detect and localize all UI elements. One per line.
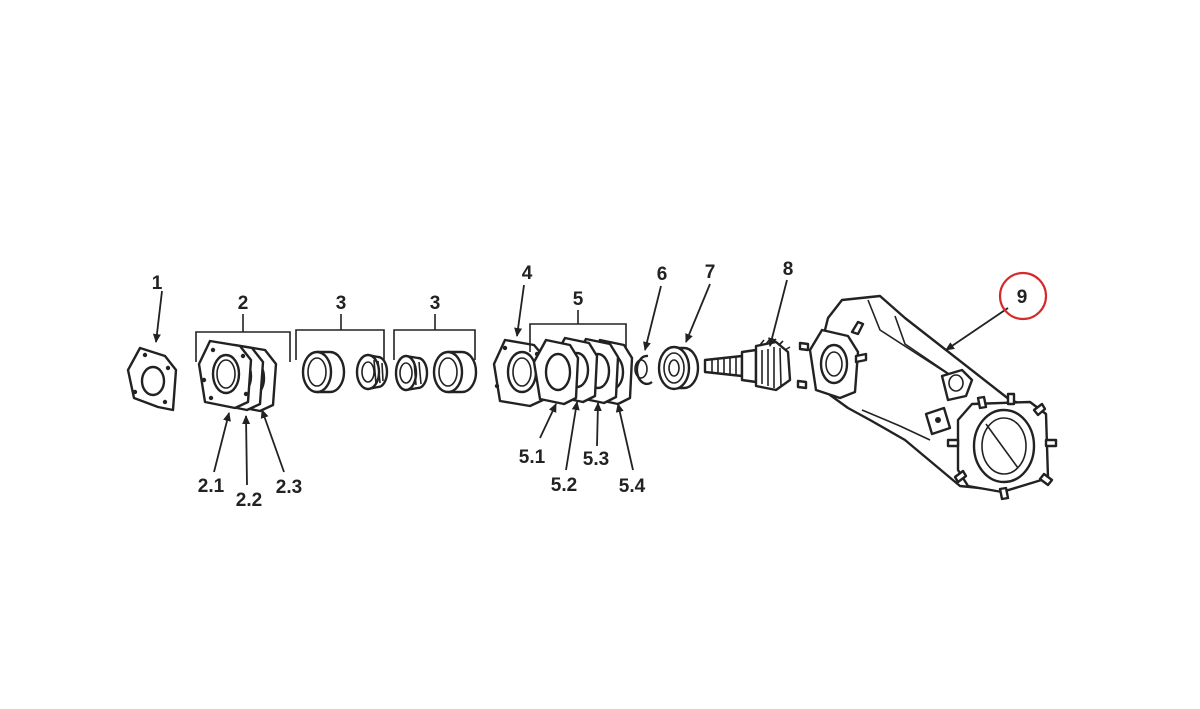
leader-9	[945, 307, 1009, 351]
bracket-5	[529, 310, 627, 352]
leader-2-1	[213, 412, 231, 473]
label-3b: 3	[430, 293, 441, 314]
leader-5-3	[593, 402, 602, 447]
label-2-2: 2.2	[236, 490, 262, 511]
leader-1	[152, 290, 163, 343]
part-3b-bearing-cup[interactable]	[432, 350, 478, 394]
leader-5-1	[539, 403, 557, 439]
label-6: 6	[657, 264, 668, 285]
bracket-3b	[393, 314, 476, 360]
highlight-circle-9	[998, 271, 1048, 321]
label-2-1: 2.1	[198, 476, 225, 497]
label-2-3: 2.3	[276, 477, 302, 498]
leader-7	[685, 283, 711, 343]
part-5-1-shim[interactable]	[532, 338, 580, 406]
part-1-flange[interactable]	[126, 346, 178, 412]
label-9: 9	[1017, 287, 1028, 308]
leader-5-4	[615, 403, 634, 471]
part-3a-bearing-cup[interactable]	[301, 350, 346, 394]
part-3b-bearing-cone[interactable]	[394, 354, 429, 392]
label-1: 1	[152, 273, 163, 294]
bracket-3a	[295, 314, 385, 360]
label-5: 5	[573, 289, 584, 310]
part-9-housing[interactable]	[796, 294, 1058, 501]
label-5-2: 5.2	[551, 475, 577, 496]
part-2-1-shim[interactable]	[197, 339, 253, 410]
label-4: 4	[522, 263, 533, 284]
part-6-snap-ring[interactable]	[634, 354, 653, 386]
label-8: 8	[783, 259, 794, 280]
part-3a-bearing-cone[interactable]	[355, 353, 389, 391]
label-5-4: 5.4	[619, 476, 646, 497]
label-5-1: 5.1	[519, 447, 546, 468]
leader-5-2	[565, 401, 580, 471]
label-3a: 3	[336, 293, 347, 314]
leader-8	[768, 279, 788, 347]
part-8-pinion-shaft[interactable]	[703, 338, 792, 392]
leader-4	[514, 284, 525, 337]
part-7-bearing[interactable]	[657, 345, 700, 391]
leader-6	[643, 285, 662, 351]
bracket-2	[195, 314, 291, 362]
label-5-3: 5.3	[583, 449, 609, 470]
leader-2-2	[242, 415, 251, 486]
label-7: 7	[705, 262, 716, 283]
label-2: 2	[238, 293, 249, 314]
leader-2-3	[260, 409, 285, 473]
